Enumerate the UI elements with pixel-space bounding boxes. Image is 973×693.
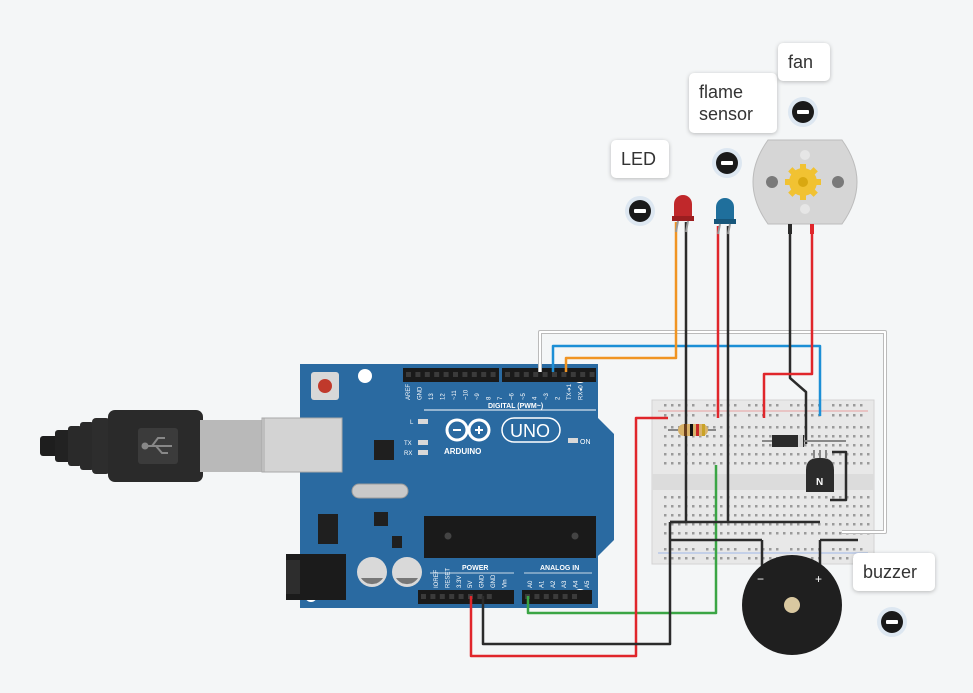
power-label: POWER xyxy=(462,565,488,572)
crystal xyxy=(351,483,409,499)
transistor-type-label: N xyxy=(816,477,823,488)
usb-symbol-icon xyxy=(141,437,172,454)
pin-label: ~11 xyxy=(452,390,458,400)
piezo-buzzer[interactable]: − + xyxy=(742,555,842,655)
arduino-logo xyxy=(445,418,491,442)
pin-label: ~3 xyxy=(544,392,550,400)
led-label-tx: TX xyxy=(404,441,412,447)
power-header[interactable] xyxy=(418,590,514,604)
remove-buzzer-button[interactable] xyxy=(877,607,907,637)
red-led[interactable] xyxy=(672,195,694,233)
pin-label: RESET xyxy=(445,568,451,588)
pin-label: 8 xyxy=(487,396,493,400)
analog-in-label: ANALOG IN xyxy=(540,565,579,572)
pin-label: A0 xyxy=(528,580,534,588)
pin-label: A2 xyxy=(551,580,557,588)
pin-label: GND xyxy=(480,574,486,588)
capacitor-2 xyxy=(392,557,422,587)
reset-button[interactable] xyxy=(311,372,339,400)
wires xyxy=(469,222,887,658)
usb-port xyxy=(263,417,343,473)
digital-header-right[interactable] xyxy=(502,368,596,382)
pin-label: 13 xyxy=(429,393,435,400)
flame-sensor-label[interactable]: flame sensor xyxy=(689,73,777,133)
pin-label: AREF xyxy=(406,384,412,400)
usb-chip xyxy=(374,440,394,460)
pin-label: A5 xyxy=(585,580,591,588)
pin-label: A1 xyxy=(539,580,545,588)
pin-label: A4 xyxy=(574,580,580,588)
pin-label: RX◂0 xyxy=(579,385,585,400)
capacitor-1 xyxy=(357,557,387,587)
remove-flame-sensor-button[interactable] xyxy=(712,148,742,178)
pin-label: GND xyxy=(491,574,497,588)
digital-header-left[interactable] xyxy=(403,368,499,382)
fan-label[interactable]: fan xyxy=(778,43,830,81)
voltage-regulator xyxy=(318,514,338,544)
atmega-chip xyxy=(424,516,596,558)
arduino-logo-text: ARDUINO xyxy=(444,447,481,456)
pin-label: ~5 xyxy=(521,392,527,400)
buzzer-minus-label: − xyxy=(757,572,764,586)
flame-sensor[interactable] xyxy=(714,198,736,235)
diode[interactable] xyxy=(762,435,846,447)
pin-label: ~10 xyxy=(464,389,470,400)
led-label-rx: RX xyxy=(404,451,412,457)
remove-led-button[interactable] xyxy=(625,196,655,226)
on-led-label: ON xyxy=(580,439,591,446)
led-label[interactable]: LED xyxy=(611,140,669,178)
pin-label: IOREF xyxy=(434,569,440,588)
board-model: UNO xyxy=(510,421,550,441)
pin-label: TX➜1 xyxy=(567,383,573,400)
buzzer-label[interactable]: buzzer xyxy=(853,553,935,591)
pin-label: 5V xyxy=(468,581,474,588)
pin-label: ~6 xyxy=(510,392,516,400)
remove-fan-button[interactable] xyxy=(788,97,818,127)
buzzer-plus-label: + xyxy=(815,572,822,586)
pin-label: Vin xyxy=(502,579,508,588)
npn-transistor[interactable]: N xyxy=(806,450,834,492)
led-label-l: L xyxy=(410,420,414,426)
gear-icon xyxy=(785,164,821,200)
pin-label: 12 xyxy=(441,393,447,400)
pin-label: 4 xyxy=(533,396,539,400)
resistor[interactable] xyxy=(668,424,716,436)
pin-label: GND xyxy=(418,386,424,400)
pin-label: 7 xyxy=(498,396,504,400)
fan-motor[interactable] xyxy=(752,139,858,234)
pin-label: 3.3V xyxy=(457,576,463,588)
pin-label: ~9 xyxy=(475,392,481,400)
pin-label: 2 xyxy=(556,396,562,400)
pin-label: A3 xyxy=(562,580,568,588)
arduino-uno-board[interactable]: L TX RX ON ARDUINO UNO DIGITAL (PWM~) AR… xyxy=(263,364,614,608)
digital-label: DIGITAL (PWM~) xyxy=(488,403,543,410)
